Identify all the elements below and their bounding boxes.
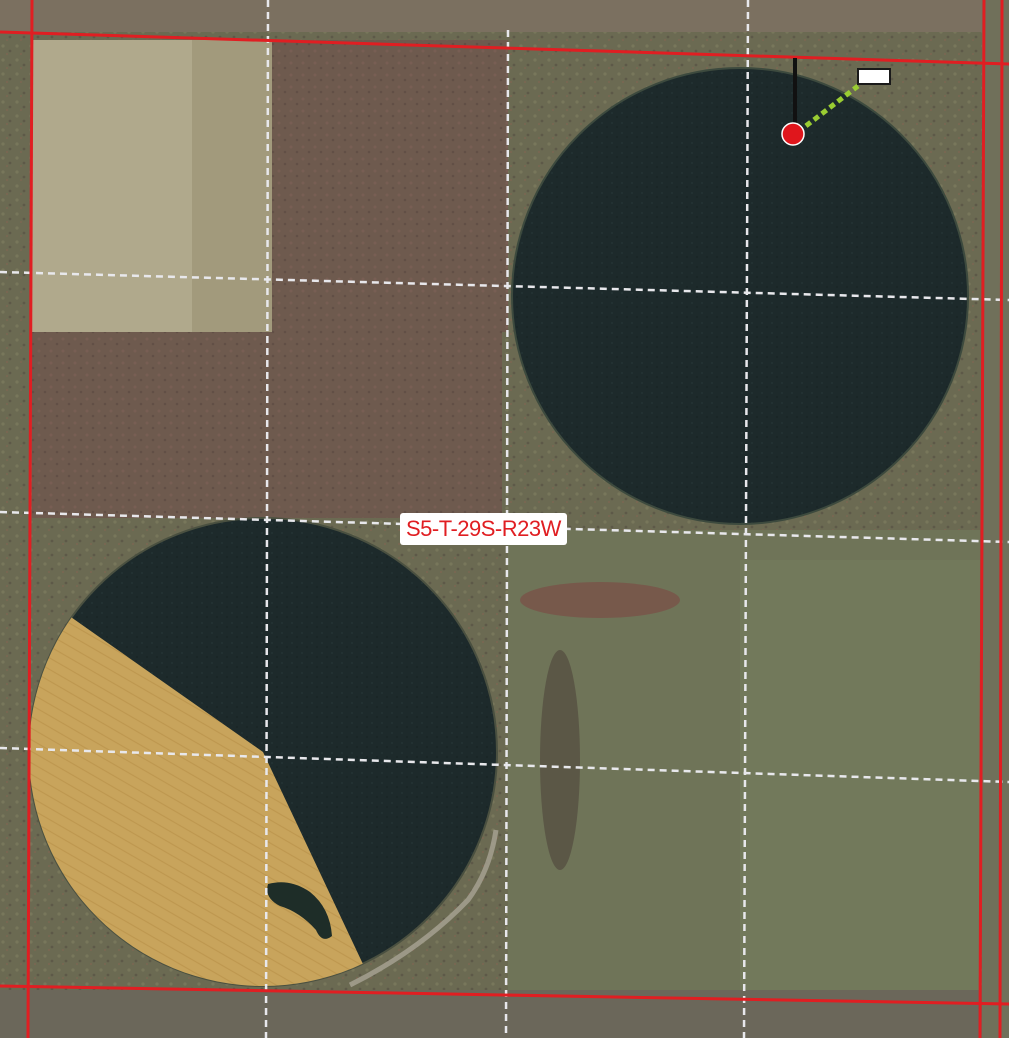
boundary-east [978, 0, 986, 1038]
section-label: S5-T-29S-R23W [400, 513, 567, 545]
southeast-grassland-patch [740, 560, 980, 1000]
pale-pasture-overlay [32, 40, 192, 332]
pivot-access-road [348, 829, 499, 988]
pond [267, 882, 332, 939]
north-strip [0, 0, 1009, 32]
well-marker [781, 122, 805, 146]
quarter-line-north-horizontal [0, 270, 1009, 302]
brown-range-parcel-north [272, 40, 508, 332]
south-strip [0, 990, 1009, 1038]
pipeline-dotted-line [796, 84, 860, 134]
boundary-west [26, 0, 34, 1038]
boundary-north [0, 30, 1009, 66]
drainage-patch [540, 650, 580, 870]
quarter-line-east-vertical [742, 0, 750, 1038]
boundary-east-outer [998, 0, 1004, 1038]
east-strip [982, 0, 1009, 1038]
map-callout-box [857, 68, 891, 85]
erosion-patch [520, 582, 680, 618]
boundary-south [0, 984, 1009, 1006]
center-pivot-field-northeast [511, 67, 969, 525]
quarter-line-south-horizontal [0, 746, 1009, 784]
